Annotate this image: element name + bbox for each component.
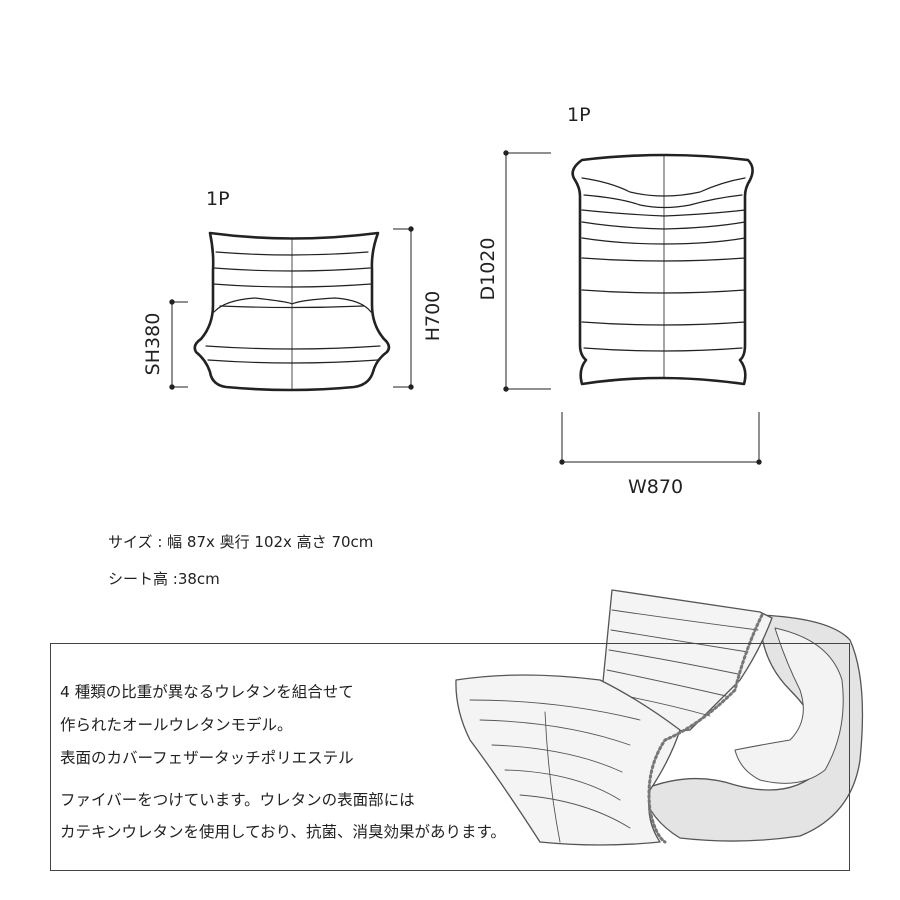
size-spec: サイズ : 幅 87x 奥行 102x 高さ 70cm (108, 533, 374, 551)
front-dimension-lines (169, 226, 414, 390)
description-line: ファイバーをつけています。ウレタンの表面部には (60, 791, 415, 809)
seat-height-spec: シート高 :38cm (108, 570, 220, 588)
sofa-3d-illustration (455, 589, 864, 846)
description-line: カテキンウレタンを使用しており、抗菌、消臭効果があります。 (60, 823, 506, 841)
description-line: 表面のカバーフェザータッチポリエステル (60, 749, 354, 767)
side-dimension-lines (503, 150, 762, 465)
description-box (50, 643, 850, 871)
seat-height-label: SH380 (142, 312, 164, 376)
width-label: W870 (628, 476, 684, 498)
depth-label: D1020 (477, 237, 499, 301)
height-label: H700 (422, 290, 444, 342)
description-line: 作られたオールウレタンモデル。 (60, 716, 293, 734)
front-view-label: 1P (206, 188, 230, 210)
side-view-label: 1P (567, 104, 591, 126)
front-view-sofa (193, 231, 391, 392)
description-line: 4 種類の比重が異なるウレタンを組合せて (60, 683, 354, 701)
side-view-sofa (571, 153, 754, 386)
